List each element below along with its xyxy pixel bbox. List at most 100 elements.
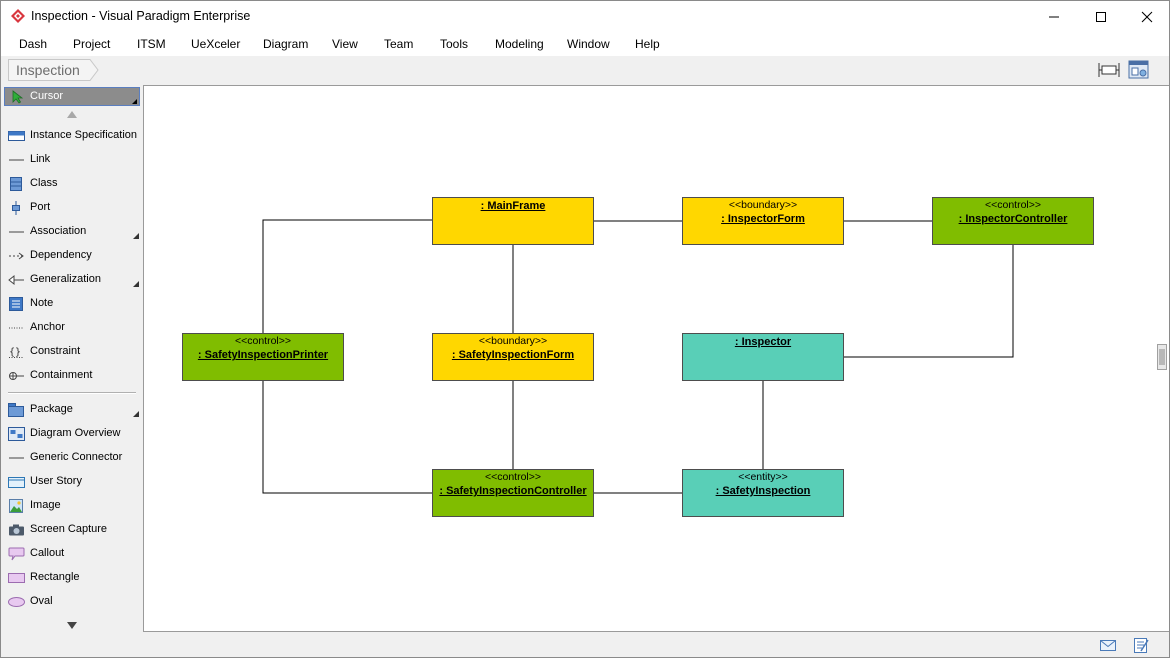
palette-item-screen-capture[interactable]: Screen Capture: [6, 519, 140, 541]
object-name: : InspectorController: [958, 213, 1068, 225]
fit-diagram-icon[interactable]: [1098, 60, 1120, 80]
canvas-splitter-grip[interactable]: [1157, 344, 1167, 370]
object-inspector[interactable]: : Inspector: [682, 333, 844, 381]
title-bar: Inspection - Visual Paradigm Enterprise: [1, 1, 1169, 32]
callout-icon: [8, 547, 25, 561]
link-controller-inspector: [844, 245, 1014, 358]
anchor-icon: [9, 327, 24, 329]
close-button[interactable]: [1124, 1, 1170, 32]
palette-item-label: Generalization: [30, 273, 101, 285]
palette-item-label: Anchor: [30, 321, 65, 333]
user-story-icon: [8, 477, 25, 488]
palette-item-label: Containment: [30, 369, 93, 381]
link-mainframe-printer: [262, 219, 433, 334]
palette-item-label: Generic Connector: [30, 451, 123, 463]
object-stereotype: <<control>>: [984, 199, 1042, 211]
object-inspectorcontroller[interactable]: <<control>> : InspectorController: [932, 197, 1094, 245]
dependency-icon: [9, 252, 24, 260]
menu-project[interactable]: Project: [73, 37, 111, 51]
object-safetyinspectionprinter[interactable]: <<control>> : SafetyInspectionPrinter: [182, 333, 344, 381]
menu-window[interactable]: Window: [567, 37, 610, 51]
palette-separator: [8, 392, 136, 394]
diagram-connectors: [262, 219, 1014, 494]
menu-team[interactable]: Team: [384, 37, 414, 51]
palette-item-label: Callout: [30, 547, 65, 559]
generalization-more-icon[interactable]: [133, 281, 139, 287]
diagram-palette: Cursor Instance Specification Link Class…: [2, 85, 141, 633]
palette-scroll-down-icon[interactable]: [67, 622, 77, 629]
diagram-overview-icon: [8, 427, 25, 441]
object-name: : SafetyInspectionController: [439, 485, 587, 497]
minimize-button[interactable]: [1031, 1, 1077, 32]
image-icon: [9, 499, 23, 513]
palette-item-label: Association: [30, 225, 87, 237]
palette-item-label: Class: [30, 177, 58, 189]
breadcrumb-label: Inspection: [16, 62, 80, 78]
oval-icon: [8, 597, 25, 607]
package-more-icon[interactable]: [133, 411, 139, 417]
object-name: : Inspector: [734, 336, 792, 348]
palette-scroll-up-icon[interactable]: [67, 111, 77, 118]
diagram-canvas[interactable]: : MainFrame <<boundary>> : InspectorForm…: [143, 85, 1169, 632]
palette-item-diagram-overview[interactable]: Diagram Overview: [6, 423, 140, 445]
maximize-button[interactable]: [1078, 1, 1124, 32]
association-more-icon[interactable]: [133, 233, 139, 239]
menu-help[interactable]: Help: [635, 37, 660, 51]
palette-item-containment[interactable]: Containment: [6, 365, 140, 387]
menu-itsm[interactable]: ITSM: [137, 37, 166, 51]
breadcrumb-shape: [8, 59, 99, 81]
link-icon: [9, 159, 24, 161]
palette-item-note[interactable]: Note: [6, 293, 140, 315]
notes-icon[interactable]: [1132, 637, 1150, 653]
generalization-icon: [8, 274, 24, 286]
palette-item-rectangle[interactable]: Rectangle: [6, 567, 140, 589]
object-safetyinspection[interactable]: <<entity>> : SafetyInspection: [682, 469, 844, 517]
containment-icon: [9, 372, 24, 380]
palette-item-label: Image: [30, 499, 61, 511]
diagram-navigator-icon[interactable]: [1128, 60, 1150, 80]
object-safetyinspectioncontroller[interactable]: <<control>> : SafetyInspectionController: [432, 469, 594, 517]
object-name: : SafetyInspectionPrinter: [197, 349, 329, 361]
mail-icon[interactable]: [1099, 637, 1117, 653]
rectangle-icon: [8, 573, 25, 583]
object-inspectorform[interactable]: <<boundary>> : InspectorForm: [682, 197, 844, 245]
palette-item-instance-specification[interactable]: Instance Specification: [6, 125, 140, 147]
palette-item-class[interactable]: Class: [6, 173, 140, 195]
palette-item-link[interactable]: Link: [6, 149, 140, 171]
menu-diagram[interactable]: Diagram: [263, 37, 309, 51]
screen-capture-icon: [9, 524, 24, 536]
palette-item-oval[interactable]: Oval: [6, 591, 140, 613]
palette-item-generalization[interactable]: Generalization: [6, 269, 140, 291]
palette-item-anchor[interactable]: Anchor: [6, 317, 140, 339]
object-mainframe[interactable]: : MainFrame: [432, 197, 594, 245]
palette-item-label: Note: [30, 297, 54, 309]
breadcrumb-bar: Inspection: [1, 56, 1169, 84]
window-title: Inspection - Visual Paradigm Enterprise: [31, 9, 251, 23]
palette-item-user-story[interactable]: User Story: [6, 471, 140, 493]
palette-item-label: Port: [30, 201, 51, 213]
menu-tools[interactable]: Tools: [440, 37, 469, 51]
menu-bar: Dash Project ITSM UeXceler Diagram View …: [1, 32, 1169, 56]
palette-item-association[interactable]: Association: [6, 221, 140, 243]
palette-item-image[interactable]: Image: [6, 495, 140, 517]
palette-item-label: Constraint: [30, 345, 81, 357]
palette-cursor-tool[interactable]: Cursor: [4, 87, 140, 106]
object-stereotype: <<boundary>>: [728, 199, 798, 211]
note-icon: [9, 297, 23, 311]
package-icon: [8, 403, 24, 417]
palette-item-generic-connector[interactable]: Generic Connector: [6, 447, 140, 469]
port-icon: [12, 201, 20, 215]
status-bar: [1, 633, 1169, 657]
menu-view[interactable]: View: [332, 37, 358, 51]
palette-item-dependency[interactable]: Dependency: [6, 245, 140, 267]
menu-uexceler[interactable]: UeXceler: [191, 37, 241, 51]
menu-dash[interactable]: Dash: [19, 37, 48, 51]
palette-item-constraint[interactable]: {} Constraint: [6, 341, 140, 363]
palette-item-label: Oval: [30, 595, 53, 607]
palette-item-package[interactable]: Package: [6, 399, 140, 421]
palette-item-port[interactable]: Port: [6, 197, 140, 219]
object-safetyinspectionform[interactable]: <<boundary>> : SafetyInspectionForm: [432, 333, 594, 381]
palette-item-callout[interactable]: Callout: [6, 543, 140, 565]
menu-modeling[interactable]: Modeling: [495, 37, 544, 51]
